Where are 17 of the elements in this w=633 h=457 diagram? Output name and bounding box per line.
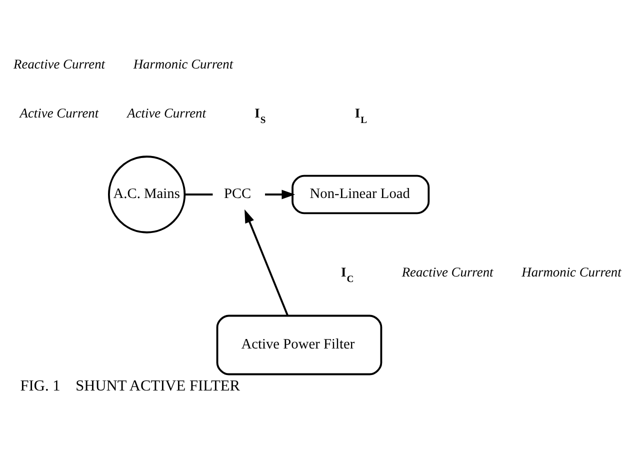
connector	[184, 193, 213, 195]
node-box: Non-Linear Load	[292, 174, 430, 214]
label: Active Current	[20, 105, 99, 120]
arrow	[244, 208, 289, 316]
node-circle: A.C. Mains	[108, 155, 186, 233]
arrow	[265, 189, 296, 199]
label: Harmonic Current	[522, 264, 622, 280]
label: I$_{S}$	[254, 105, 266, 126]
label: I$_{L}$	[354, 105, 367, 126]
label: Active Current	[127, 105, 206, 120]
node-text: PCC	[224, 185, 252, 202]
label: Harmonic Current	[133, 56, 234, 72]
label: I$_{C}$	[340, 264, 354, 285]
caption: FIG. 1 SHUNT ACTIVE FILTER	[20, 376, 240, 394]
label: Reactive Current	[14, 56, 106, 72]
label: Reactive Current	[402, 264, 494, 280]
node-box: Active Power Filter	[216, 314, 382, 375]
